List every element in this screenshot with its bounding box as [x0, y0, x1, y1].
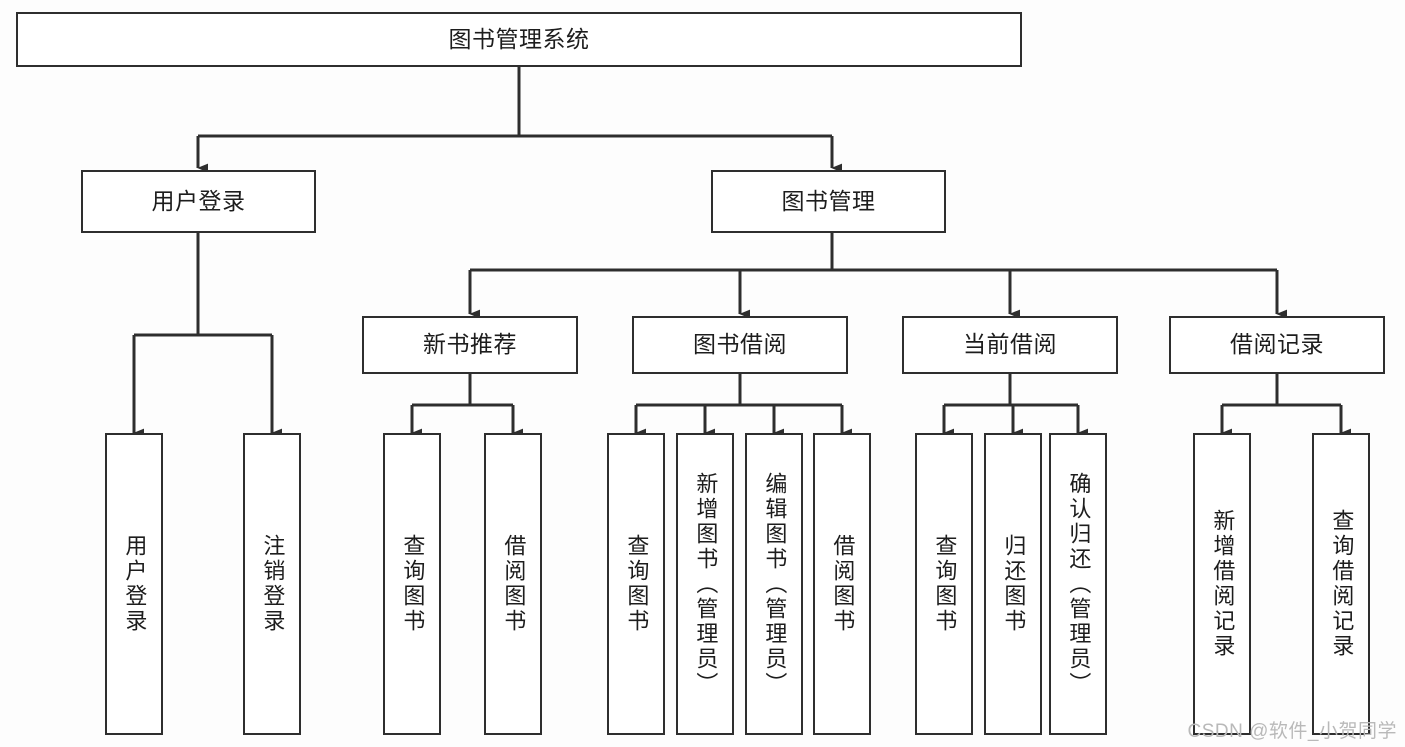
node-borrow-record-label: 借阅记录	[1230, 331, 1324, 358]
node-new-book-recommend-label: 新书推荐	[423, 331, 517, 358]
node-user-login-label: 用户登录	[151, 187, 246, 214]
node-leaf-add-book[interactable]: 新增图书（管理员）	[676, 433, 734, 735]
watermark: CSDN @软件_小贺同学	[1187, 721, 1397, 742]
node-borrow-record[interactable]: 借阅记录	[1169, 316, 1385, 374]
node-leaf-confirm-return-label: 确认归还（管理员）	[1066, 471, 1092, 697]
node-current-borrow-label: 当前借阅	[963, 331, 1057, 358]
node-leaf-user-login[interactable]: 用户登录	[105, 433, 163, 735]
node-leaf-edit-book-label: 编辑图书（管理员）	[762, 471, 788, 697]
node-leaf-borrow-book-1[interactable]: 借阅图书	[484, 433, 542, 735]
node-leaf-return-book-label: 归还图书	[1001, 534, 1027, 634]
node-book-management-label: 图书管理	[781, 187, 876, 214]
node-current-borrow[interactable]: 当前借阅	[902, 316, 1118, 374]
node-leaf-query-record-label: 查询借阅记录	[1329, 509, 1355, 659]
node-leaf-confirm-return[interactable]: 确认归还（管理员）	[1049, 433, 1107, 735]
node-leaf-add-book-label: 新增图书（管理员）	[693, 471, 719, 697]
node-leaf-query-book-3[interactable]: 查询图书	[915, 433, 973, 735]
node-user-login[interactable]: 用户登录	[81, 170, 316, 233]
node-leaf-query-book-2[interactable]: 查询图书	[607, 433, 665, 735]
node-root-label: 图书管理系统	[448, 25, 590, 52]
node-leaf-logout-login-label: 注销登录	[260, 534, 286, 634]
node-leaf-query-book-3-label: 查询图书	[932, 534, 958, 634]
node-leaf-borrow-book-2-label: 借阅图书	[830, 534, 856, 634]
node-leaf-user-login-label: 用户登录	[122, 534, 148, 634]
node-leaf-borrow-book-2[interactable]: 借阅图书	[813, 433, 871, 735]
node-leaf-query-book-1-label: 查询图书	[400, 534, 426, 634]
node-new-book-recommend[interactable]: 新书推荐	[362, 316, 578, 374]
node-leaf-add-record[interactable]: 新增借阅记录	[1193, 433, 1251, 735]
node-leaf-query-record[interactable]: 查询借阅记录	[1312, 433, 1370, 735]
node-root[interactable]: 图书管理系统	[16, 12, 1022, 67]
node-leaf-borrow-book-1-label: 借阅图书	[501, 534, 527, 634]
node-leaf-return-book[interactable]: 归还图书	[984, 433, 1042, 735]
node-book-borrow[interactable]: 图书借阅	[632, 316, 848, 374]
node-book-management[interactable]: 图书管理	[711, 170, 946, 233]
node-leaf-logout-login[interactable]: 注销登录	[243, 433, 301, 735]
node-leaf-query-book-2-label: 查询图书	[624, 534, 650, 634]
node-book-borrow-label: 图书借阅	[693, 331, 787, 358]
node-leaf-edit-book[interactable]: 编辑图书（管理员）	[745, 433, 803, 735]
node-leaf-query-book-1[interactable]: 查询图书	[383, 433, 441, 735]
node-leaf-add-record-label: 新增借阅记录	[1210, 509, 1236, 659]
